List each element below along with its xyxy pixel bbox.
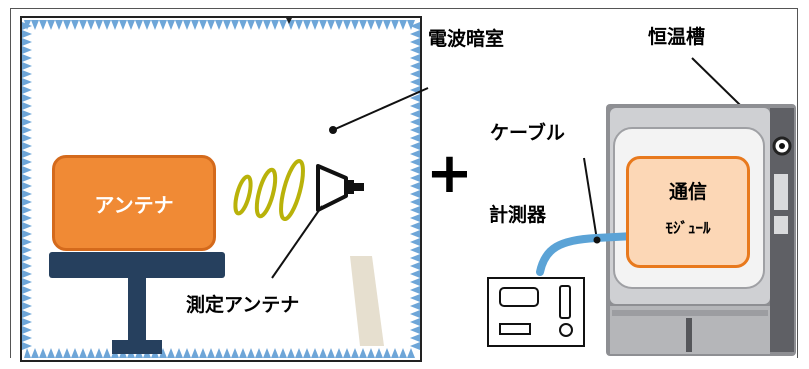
instrument-label: 計測器: [489, 204, 547, 226]
chamber-label: 電波暗室: [428, 28, 505, 50]
outer-frame: [10, 8, 798, 358]
module-label-line2: ﾓｼﾞｭｰﾙ: [665, 219, 711, 237]
absorber-left: [22, 22, 32, 350]
absorber-right: [410, 22, 420, 350]
radio-waves: [233, 158, 305, 222]
measurement-antenna-leader: [271, 205, 323, 279]
instrument-icon: [487, 277, 585, 347]
absorber-top: [24, 20, 415, 30]
top-marker: [286, 18, 292, 24]
absorber-bottom: [24, 348, 415, 358]
thermostat-label: 恒温槽: [648, 26, 706, 48]
measurement-horn-icon: [316, 164, 364, 212]
chamber-leader: [332, 87, 429, 131]
antenna-stand-pole: [128, 278, 146, 346]
cable-leader: [583, 157, 598, 241]
chamber-leader-dot: [329, 126, 337, 134]
communication-module: 通信 ﾓｼﾞｭｰﾙ: [626, 156, 750, 268]
module-label-line1: 通信: [668, 181, 707, 203]
antenna-post: [350, 256, 384, 346]
plus-sign: +: [426, 141, 473, 206]
antenna-stand-top: [49, 252, 225, 278]
measurement-antenna-label: 測定アンテナ: [186, 294, 300, 316]
cable-label: ケーブル: [490, 122, 565, 144]
antenna-stand-base: [112, 340, 162, 354]
antenna-box: アンテナ: [52, 155, 216, 251]
antenna-label: アンテナ: [94, 192, 174, 217]
cable-leader-dot: [593, 236, 601, 244]
